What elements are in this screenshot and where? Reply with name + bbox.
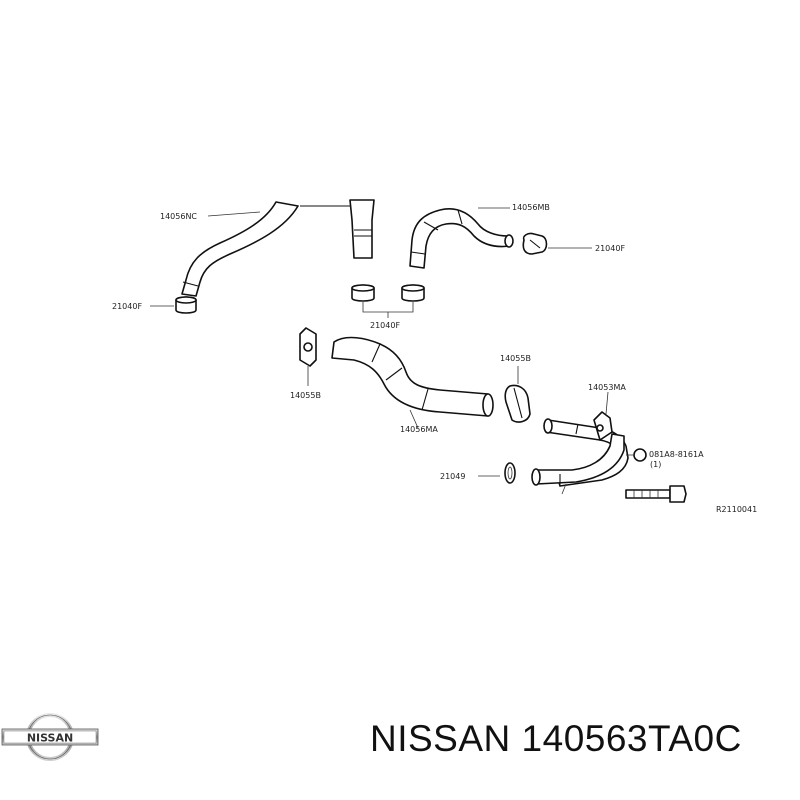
clamp-21040f-left: [175, 296, 197, 314]
label-14056nc: 14056NC: [160, 212, 197, 221]
label-14055b-left: 14055B: [290, 391, 321, 400]
label-14056mb: 14056MB: [512, 203, 550, 212]
pipe-14053ma: [531, 391, 647, 495]
label-bolt-qty: (1): [650, 460, 661, 469]
clamp-21040f-center-b: [401, 284, 425, 302]
label-21049: 21049: [440, 472, 465, 481]
bracket-14055b-left: [299, 327, 317, 386]
bracket-14055b-center: [504, 366, 531, 423]
hose-14056mb: [409, 208, 514, 269]
label-21040f-center: 21040F: [370, 321, 400, 330]
gasket-21049: [478, 462, 516, 484]
label-21040f-right: 21040F: [595, 244, 625, 253]
label-14053ma: 14053MA: [588, 383, 626, 392]
label-14056ma: 14056MA: [400, 425, 438, 434]
hose-14056nc: [181, 199, 375, 297]
leader-clamp-center: [362, 302, 414, 318]
label-14055b-center: 14055B: [500, 354, 531, 363]
leader-14056nc: [207, 211, 261, 217]
clamp-21040f-top-right: [522, 232, 548, 255]
part-number-caption: NISSAN 140563TA0C: [370, 718, 742, 759]
hose-14056ma: [331, 336, 494, 429]
bolt-081a8-8161a: [625, 485, 687, 503]
logo-text: NISSAN: [27, 732, 73, 745]
nissan-logo: NISSAN: [1, 713, 99, 761]
clamp-21040f-center-a: [351, 284, 375, 302]
label-ref-code: R2110041: [716, 505, 757, 514]
label-21040f-left: 21040F: [112, 302, 142, 311]
label-bolt: 081A8-8161A: [649, 450, 704, 459]
